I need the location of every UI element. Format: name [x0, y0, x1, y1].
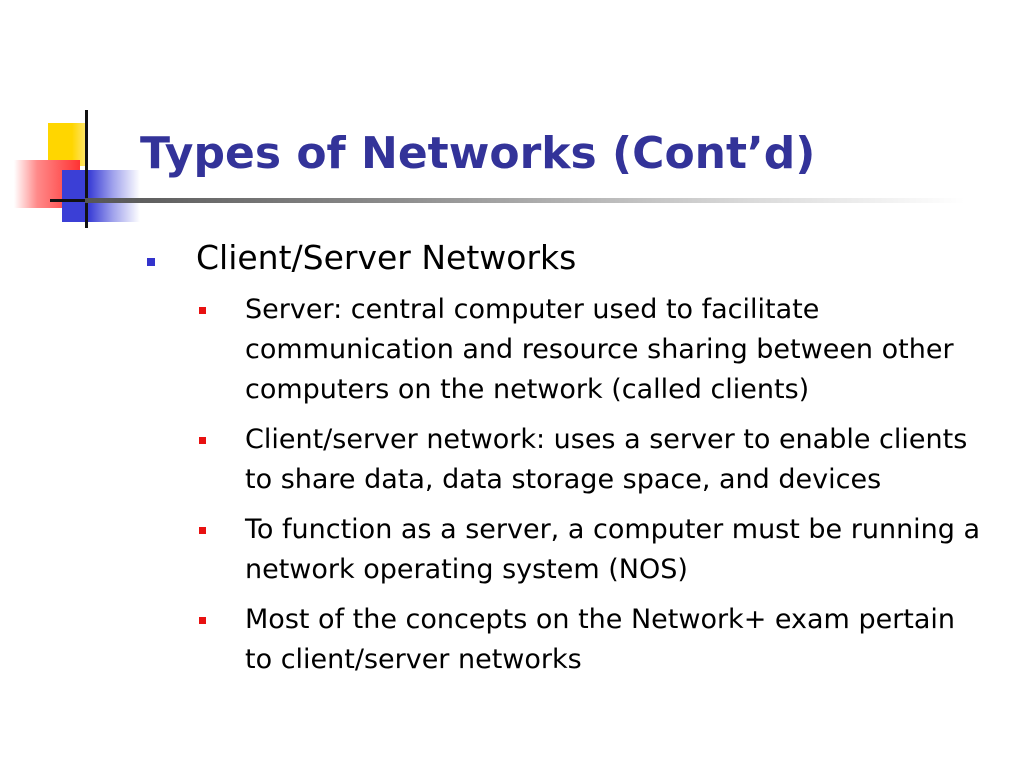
sub-bullet-text: Server: central computer used to facilit…: [245, 294, 954, 405]
title-underline: [85, 198, 965, 203]
bullet-client-server-networks: Client/Server Networks: [196, 238, 577, 277]
sub-bullet-icon: [199, 437, 206, 444]
slide-title: Types of Networks (Cont’d): [140, 128, 816, 179]
sub-bullet-item: Client/server network: uses a server to …: [196, 420, 986, 500]
logo-vertical-line: [85, 110, 88, 228]
decorative-logo-icon: [0, 0, 160, 240]
logo-blue-square: [62, 170, 140, 222]
sub-bullet-icon: [199, 617, 206, 624]
sub-bullet-text: Client/server network: uses a server to …: [245, 424, 968, 495]
logo-yellow-square: [48, 123, 88, 166]
sub-bullet-text: To function as a server, a computer must…: [245, 514, 981, 585]
sub-bullet-icon: [199, 527, 206, 534]
sub-bullet-item: Most of the concepts on the Network+ exa…: [196, 600, 986, 680]
sub-bullet-icon: [199, 307, 206, 314]
sub-bullet-item: Server: central computer used to facilit…: [196, 290, 986, 410]
level1-bullet-icon: [147, 258, 155, 266]
sub-bullet-text: Most of the concepts on the Network+ exa…: [245, 604, 956, 675]
sub-bullet-item: To function as a server, a computer must…: [196, 510, 986, 590]
sub-bullet-list: Server: central computer used to facilit…: [196, 290, 986, 690]
